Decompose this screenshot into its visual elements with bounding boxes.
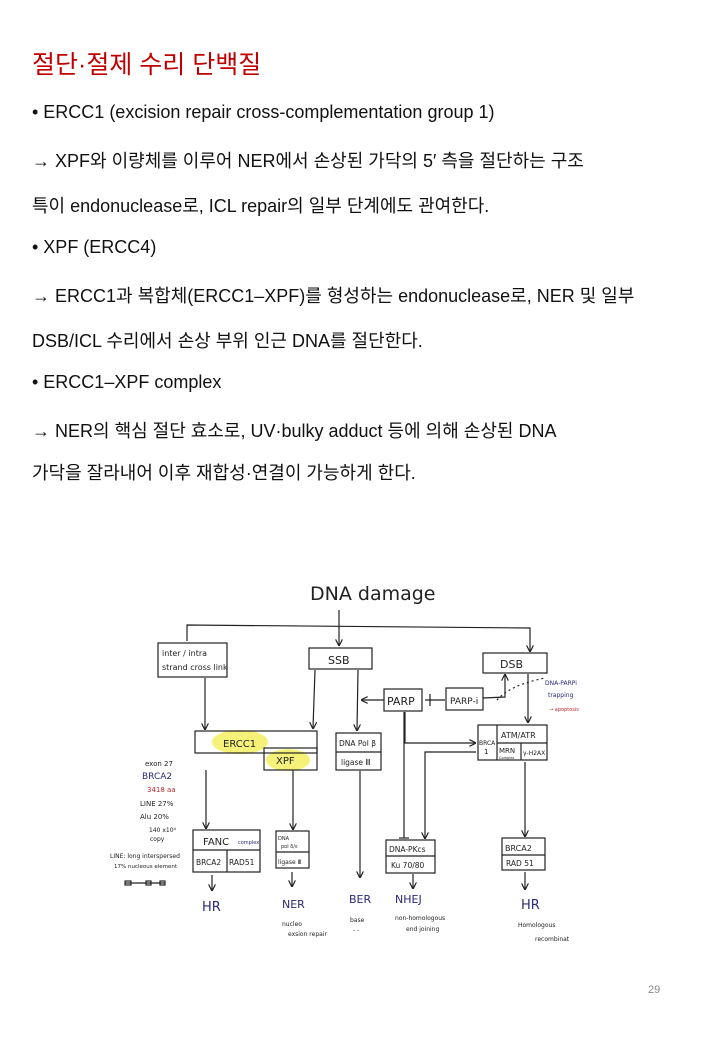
- ber-desc: - -: [353, 927, 359, 934]
- diagram-root: DNA damage: [310, 583, 436, 605]
- note: LINE 27%: [140, 800, 174, 808]
- pol-beta-label: DNA Pol β: [339, 739, 376, 748]
- ber-desc: base: [350, 917, 365, 924]
- text-line: → NER의 핵심 절단 효소로, UV·bulky adduct 등에 의해 …: [32, 421, 557, 441]
- note: LINE: long interspersed: [110, 853, 180, 860]
- brca2b-label: BRCA2: [505, 844, 532, 853]
- mrn-label: MRN: [499, 747, 515, 755]
- text-line: 가닥을 잘라내어 이후 재합성·연결이 가능하게 한다.: [32, 463, 416, 483]
- text-line: → XPF와 이량체를 이루어 NER에서 손상된 가닥의 5′ 측을 절단하는…: [32, 151, 584, 171]
- hr-desc: recombinat: [535, 936, 570, 943]
- apoptosis-label: → apoptosis: [549, 707, 579, 713]
- ercc1-label: ERCC1: [223, 739, 256, 750]
- parp-label: PARP: [387, 695, 415, 708]
- nhej-desc: non-homologous: [395, 915, 445, 922]
- ligase3b-label: ligase Ⅲ: [278, 859, 302, 866]
- note: copy: [150, 836, 165, 843]
- note: 17% nucleous element: [114, 864, 178, 870]
- outcome-hr: HR: [202, 900, 221, 915]
- pol-delta-label: pol δ/ε: [281, 844, 298, 850]
- ligase3-label: ligase Ⅲ: [341, 758, 371, 767]
- slide-title: 절단·절제 수리 단백질: [32, 51, 262, 79]
- note: 140 x10⁴: [149, 827, 177, 834]
- text-line: • XPF (ERCC4): [32, 237, 157, 257]
- h2ax-label: γ-H2AX: [523, 750, 545, 757]
- ner-desc: exsion repair: [288, 931, 327, 938]
- pol-delta-label: DNA: [278, 836, 290, 842]
- brca2-label: BRCA2: [196, 858, 221, 867]
- mrn-sub-label: Complex: [499, 756, 514, 760]
- trapping-label: DNA-PARPi: [545, 680, 577, 687]
- dnapk-label: DNA-PKcs: [389, 845, 426, 854]
- page-number: 29: [648, 984, 661, 996]
- trapping-label: trapping: [548, 692, 574, 699]
- outcome-nhej: NHEJ: [395, 893, 422, 906]
- note: BRCA2: [142, 772, 172, 782]
- rad51-label: RAD51: [229, 858, 255, 867]
- atm-atr-label: ATM/ATR: [501, 731, 536, 740]
- outcome-ner: NER: [282, 898, 305, 911]
- xpf-label: XPF: [276, 756, 295, 767]
- connector-lines: [186, 610, 546, 890]
- fanc-sub-label: complex: [238, 840, 259, 846]
- text-line: DSB/ICL 수리에서 손상 부위 인근 DNA를 절단한다.: [32, 331, 423, 351]
- note: 3418 aa: [147, 786, 176, 794]
- brca1-label: 1: [484, 748, 488, 756]
- outcome-hr: HR: [521, 898, 540, 913]
- highlights: [212, 730, 310, 771]
- hr-desc: Homologous: [518, 922, 555, 929]
- fanc-label: FANC: [203, 837, 229, 848]
- outcome-ber: BER: [349, 893, 371, 906]
- note: exon 27: [145, 760, 173, 768]
- boxes: [124, 642, 548, 886]
- ssb-label: SSB: [328, 654, 350, 667]
- text-line: • ERCC1–XPF complex: [32, 372, 222, 392]
- crosslink-label: inter / intra: [162, 649, 207, 658]
- text-line: 특이 endonuclease로, ICL repair의 일부 단계에도 관여…: [32, 196, 490, 216]
- dsb-label: DSB: [500, 658, 523, 671]
- text-line: • ERCC1 (excision repair cross-complemen…: [32, 102, 495, 122]
- text-line: → ERCC1과 복합체(ERCC1–XPF)를 형성하는 endonuclea…: [32, 286, 635, 306]
- dna-repair-diagram: DNA damage inter / intra strand cross li…: [110, 583, 579, 943]
- crosslink-label: strand cross link: [162, 663, 228, 672]
- parpi-label: PARP-i: [450, 697, 478, 707]
- nhej-desc: end joining: [406, 926, 439, 933]
- rad51b-label: RAD 51: [506, 859, 534, 868]
- ner-desc: nucleo: [282, 921, 302, 928]
- note: Alu 20%: [140, 813, 169, 821]
- brca1-label: BRCA: [479, 740, 496, 747]
- ku-label: Ku 70/80: [391, 861, 425, 870]
